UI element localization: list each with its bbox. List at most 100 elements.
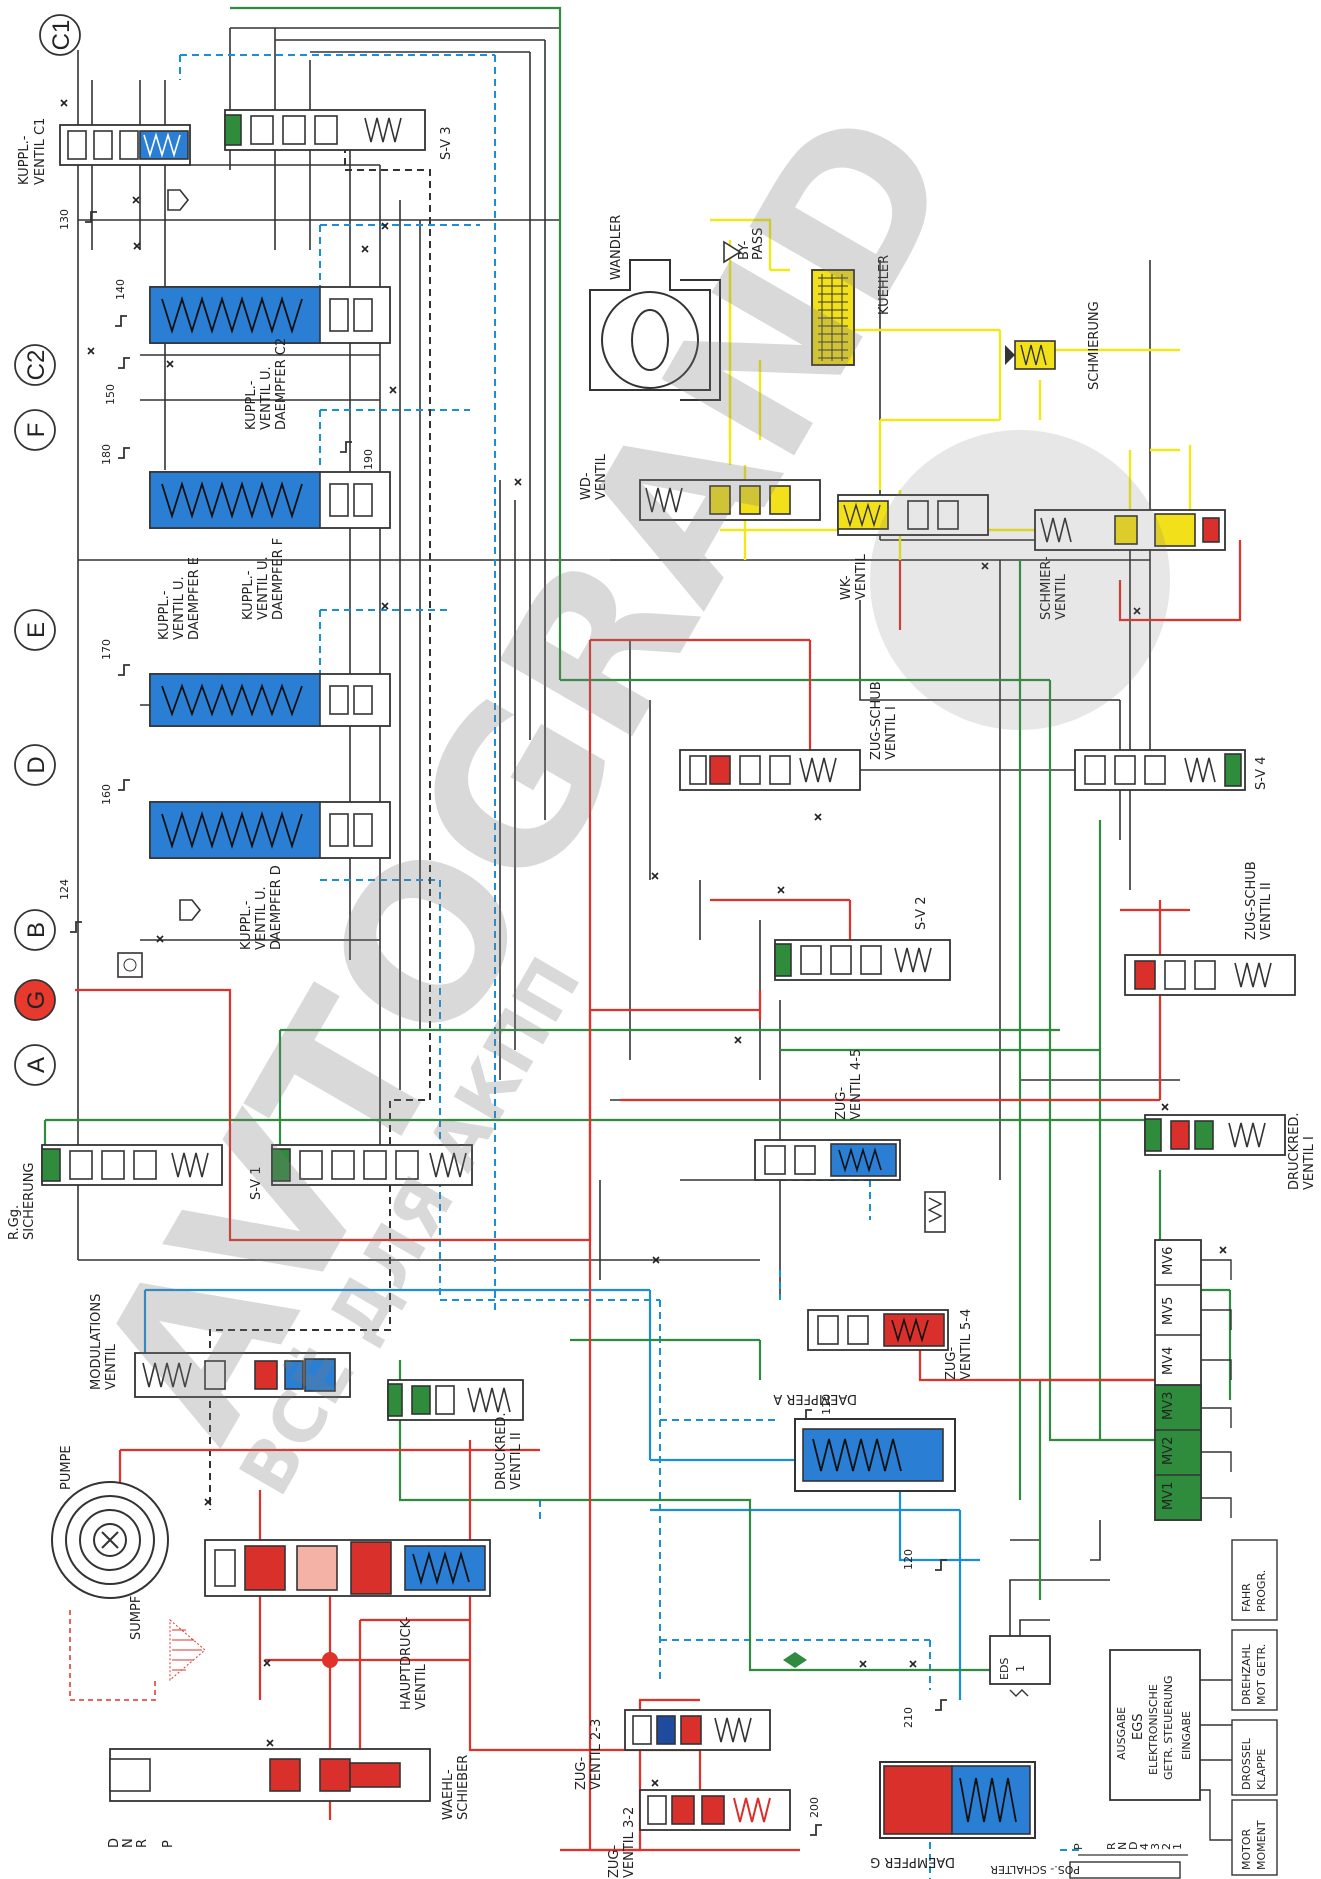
- svg-text:P: P: [1072, 1843, 1085, 1850]
- valve-zug-32: [639, 1789, 791, 1831]
- port-c2: C2: [14, 344, 56, 386]
- valve-rgg-sicherung: [41, 1144, 223, 1186]
- orifice-140: 140: [114, 279, 127, 300]
- port-e: E: [14, 609, 56, 651]
- torque-converter: [589, 259, 721, 401]
- orifice-170: 170: [100, 639, 113, 660]
- label-waehl-1: WAEHL-: [441, 1769, 456, 1820]
- orifice-190: 190: [362, 449, 375, 470]
- port-circles: C1 C2 F E D B G A: [14, 14, 81, 1086]
- svg-text:4: 4: [1138, 1843, 1151, 1850]
- label-zug23-1: ZUG-: [574, 1757, 589, 1790]
- valve-sv1: [271, 1144, 473, 1186]
- label-sv4: S-V 4: [1254, 757, 1269, 790]
- orifice-160: 160: [100, 784, 113, 805]
- input-drehzahl-1: DREHZAHL: [1240, 1643, 1253, 1705]
- svg-text:F: F: [23, 423, 50, 438]
- label-schmierung: SCHMIERUNG: [1087, 301, 1102, 390]
- label-kuppl-d-3: DAEMPFER D: [269, 865, 284, 950]
- valve-modulation: [134, 1352, 351, 1398]
- port-d: D: [14, 744, 56, 786]
- label-modulation-2: VENTIL: [104, 1343, 119, 1390]
- label-zug32-2: VENTIL 3-2: [622, 1807, 637, 1878]
- port-f: F: [14, 409, 56, 451]
- red-channels: [75, 540, 1242, 1852]
- input-fahr-2: PROGR.: [1255, 1570, 1268, 1612]
- valve-waehlschieber: [109, 1748, 431, 1802]
- label-bypass-1: BY-: [737, 240, 752, 260]
- input-motor-1: MOTOR: [1240, 1828, 1253, 1870]
- sump-tank: [169, 1618, 206, 1682]
- label-kuppl-f-2: VENTIL U.: [256, 556, 271, 620]
- relief-valve: [924, 1191, 946, 1233]
- shuttle-valve-b: [117, 952, 143, 978]
- svg-text:E: E: [23, 622, 50, 638]
- label-hauptdruck-2: VENTIL: [414, 1663, 429, 1710]
- valve-druckred-1: [1144, 1114, 1286, 1156]
- label-bypass-2: PASS: [751, 228, 766, 260]
- label-modulation-1: MODULATIONS: [89, 1294, 104, 1390]
- valve-kuppl-f: [149, 471, 391, 529]
- input-drehzahl-2: MOT GETR.: [1255, 1644, 1268, 1705]
- valve-wk: [837, 494, 989, 536]
- pos-schalter-positions: P R N D 4 3 2 1: [1072, 1842, 1184, 1850]
- label-kuppl-d-2: VENTIL U.: [254, 886, 269, 950]
- pos-schalter-label: POS.- SCHALTER: [990, 1863, 1080, 1876]
- egs-getr-steuerung: GETR. STEUERUNG: [1162, 1675, 1175, 1780]
- label-sv3: S-V 3: [439, 127, 454, 160]
- red-dashed-drain: [69, 1610, 156, 1701]
- label-zugschub2-1: ZUG-SCHUB: [1244, 861, 1259, 940]
- label-waehl-2: SCHIEBER: [456, 1755, 471, 1820]
- egs-eingabe: EINGABE: [1180, 1711, 1193, 1760]
- blue-dashed-channels: [179, 54, 1080, 1879]
- bypass-valve: [723, 240, 742, 264]
- junction-dots: [322, 1652, 807, 1668]
- orifice-210: 210: [902, 1707, 915, 1728]
- damper-g: [879, 1761, 1036, 1839]
- label-mv2: MV2: [1161, 1437, 1176, 1465]
- label-kuppl-f-1: KUPPL.-: [241, 570, 256, 620]
- svg-text:A: A: [23, 1057, 50, 1073]
- svg-text:P: P: [161, 1840, 176, 1848]
- label-sv1: S-V 1: [249, 1167, 264, 1200]
- label-druckred2-1: DRUCKRED.: [494, 1412, 509, 1490]
- check-valve-c1: [167, 189, 190, 211]
- label-mv4: MV4: [1161, 1347, 1176, 1375]
- egs-title: EGS: [1131, 1713, 1146, 1740]
- label-kuppl-e-2: VENTIL U.: [172, 576, 187, 640]
- orifice-200: 200: [808, 1797, 821, 1818]
- valve-zug-54: [807, 1309, 949, 1351]
- solenoid-block: [1154, 1239, 1232, 1521]
- label-kuppl-d-1: KUPPL.-: [239, 900, 254, 950]
- label-kuppl-e-1: KUPPL.-: [157, 590, 172, 640]
- label-mv1: MV1: [1161, 1482, 1176, 1510]
- label-kuppl-c2-2: VENTIL U.: [259, 366, 274, 430]
- label-zugschub1-2: VENTIL I: [884, 706, 899, 760]
- label-zugschub2-2: VENTIL II: [1259, 882, 1274, 940]
- valve-zugschub-1: [679, 749, 861, 791]
- port-a: A: [14, 1044, 56, 1086]
- valve-druckred-2: [387, 1379, 524, 1421]
- svg-text:D: D: [107, 1838, 122, 1848]
- label-wk-1: WK-: [839, 575, 854, 600]
- port-g: G: [14, 979, 56, 1021]
- valve-sv4: [1074, 749, 1246, 791]
- svg-text:1: 1: [1171, 1843, 1184, 1850]
- label-daempfer-g: DAEMPFER G: [870, 1854, 955, 1869]
- valve-kuppl-c1: [59, 124, 191, 166]
- label-kuehler: KUEHLER: [877, 255, 892, 315]
- watermark-logo: [870, 430, 1170, 730]
- svg-text:N: N: [121, 1838, 136, 1848]
- valve-hauptdruck: [204, 1539, 491, 1597]
- orifice-180: 180: [100, 444, 113, 465]
- orifice-labels: 130 140 150 180 190 170 160 124 110 120 …: [58, 209, 947, 1836]
- label-kuppl-c1-1: KUPPL.-: [17, 135, 32, 185]
- label-mv6: MV6: [1161, 1247, 1176, 1275]
- label-wk-2: VENTIL: [854, 553, 869, 600]
- input-drossel-2: KLAPPE: [1255, 1749, 1268, 1790]
- label-zug45-2: VENTIL 4-5: [849, 1049, 864, 1120]
- label-zug54-2: VENTIL 5-4: [959, 1309, 974, 1380]
- valve-sv2: [774, 939, 951, 981]
- input-motor-2: MOMENT: [1255, 1820, 1268, 1870]
- label-schmier-1: SCHMIER-: [1039, 556, 1054, 620]
